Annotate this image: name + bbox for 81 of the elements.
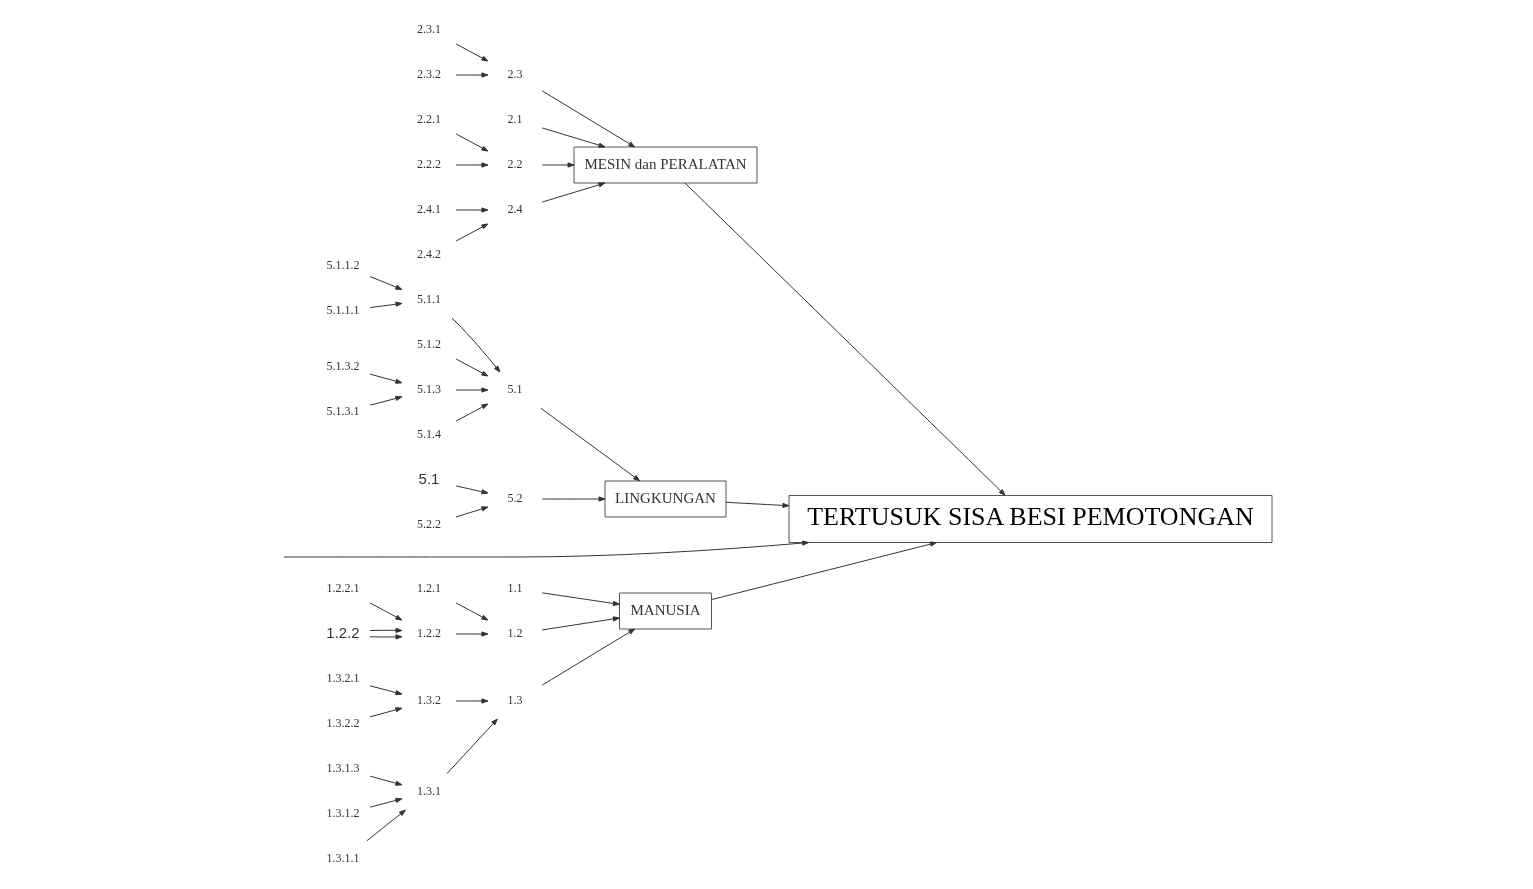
node-text: 5.1.3 bbox=[416, 382, 441, 397]
arrow bbox=[455, 602, 488, 621]
arrow bbox=[541, 162, 574, 168]
arrow bbox=[283, 540, 809, 558]
node-text: 2.1 bbox=[507, 112, 522, 127]
arrow bbox=[684, 182, 1006, 496]
arrow bbox=[369, 602, 402, 621]
node-text: 1.3.1.3 bbox=[326, 761, 359, 776]
node-box: MESIN dan PERALATAN bbox=[573, 146, 757, 184]
arrow bbox=[455, 485, 488, 495]
arrow bbox=[541, 616, 620, 631]
node-text: 5.1.2 bbox=[416, 337, 441, 352]
arrow bbox=[451, 317, 500, 373]
arrow bbox=[369, 627, 402, 633]
node-text: 2.3.2 bbox=[416, 67, 441, 82]
node-text: 5.2.2 bbox=[416, 517, 441, 532]
arrow bbox=[455, 207, 488, 213]
arrow bbox=[541, 127, 605, 148]
node-text: 5.1.1.2 bbox=[326, 258, 359, 273]
arrow bbox=[455, 506, 488, 518]
arrow bbox=[455, 698, 488, 704]
node-text: 5.1.1.1 bbox=[326, 303, 359, 318]
arrow bbox=[541, 90, 635, 148]
node-text: 1.3.1.1 bbox=[326, 851, 359, 866]
node-text: 1.3.2 bbox=[416, 693, 441, 708]
arrow bbox=[369, 301, 402, 309]
arrow bbox=[446, 718, 498, 775]
node-text: 1.3.1.2 bbox=[326, 806, 359, 821]
node-text: 2.4.1 bbox=[416, 202, 441, 217]
node-text: 2.3 bbox=[507, 67, 522, 82]
arrow bbox=[365, 809, 406, 842]
arrow bbox=[539, 407, 640, 482]
arrow bbox=[369, 634, 402, 640]
node-text: 2.2.2 bbox=[416, 157, 441, 172]
node-text: 1.1 bbox=[507, 581, 522, 596]
arrow bbox=[541, 182, 605, 203]
node-text: 2.2 bbox=[507, 157, 522, 172]
arrow bbox=[725, 501, 789, 508]
node-text: 1.2.2 bbox=[325, 623, 360, 641]
node-box: MANUSIA bbox=[618, 592, 712, 630]
arrow bbox=[369, 373, 402, 384]
arrow bbox=[369, 685, 402, 696]
arrow bbox=[541, 592, 620, 606]
node-text: 5.2 bbox=[507, 491, 522, 506]
arrow bbox=[455, 358, 488, 377]
node-text: 1.2 bbox=[507, 626, 522, 641]
arrow bbox=[541, 628, 635, 686]
arrow bbox=[455, 223, 488, 242]
node-text: 1.2.2.1 bbox=[326, 581, 359, 596]
node-text: 1.2.2 bbox=[416, 626, 441, 641]
arrow bbox=[455, 631, 488, 637]
node-text: 5.1.4 bbox=[416, 427, 441, 442]
arrow bbox=[369, 797, 402, 808]
arrow bbox=[710, 541, 937, 601]
node-text: 1.2.1 bbox=[416, 581, 441, 596]
node-text: 2.2.1 bbox=[416, 112, 441, 127]
node-text: 5.1 bbox=[418, 469, 439, 487]
node-text: 2.4 bbox=[507, 202, 522, 217]
node-text: 5.1.3.1 bbox=[326, 404, 359, 419]
arrow bbox=[455, 162, 488, 168]
arrow bbox=[455, 72, 488, 78]
node-box: TERTUSUK SISA BESI PEMOTONGAN bbox=[788, 495, 1272, 543]
arrow bbox=[369, 775, 402, 786]
arrow bbox=[455, 387, 488, 393]
node-text: 5.1 bbox=[507, 382, 522, 397]
node-text: 1.3.1 bbox=[416, 784, 441, 799]
node-text: 2.3.1 bbox=[416, 22, 441, 37]
arrow bbox=[369, 276, 402, 290]
arrow bbox=[455, 43, 488, 62]
node-text: 1.3 bbox=[507, 693, 522, 708]
node-box: LINGKUNGAN bbox=[604, 480, 726, 518]
node-text: 1.3.2.2 bbox=[326, 716, 359, 731]
arrow bbox=[369, 395, 402, 406]
arrow bbox=[541, 496, 605, 502]
arrow bbox=[455, 403, 488, 422]
arrow bbox=[455, 133, 488, 152]
arrow bbox=[369, 707, 402, 718]
node-text: 2.4.2 bbox=[416, 247, 441, 262]
node-text: 5.1.1 bbox=[416, 292, 441, 307]
node-text: 1.3.2.1 bbox=[326, 671, 359, 686]
node-text: 5.1.3.2 bbox=[326, 359, 359, 374]
